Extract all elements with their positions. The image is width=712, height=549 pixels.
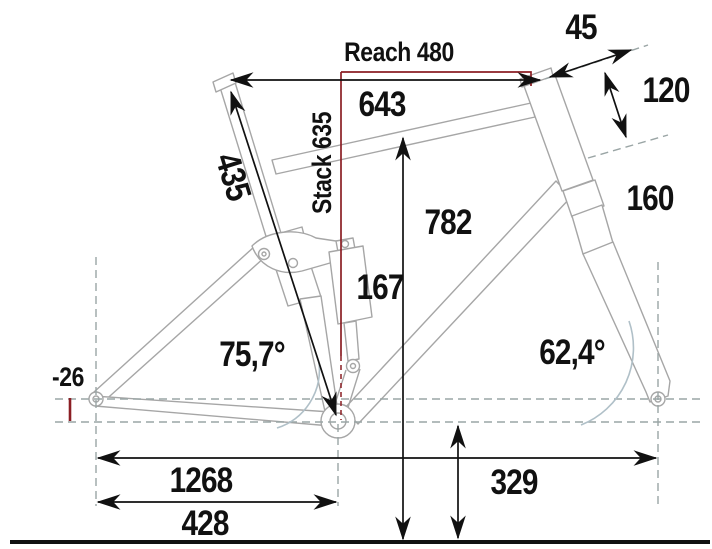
seat-tube-measure [230, 90, 337, 417]
rear-travel-label: 167 [356, 268, 403, 307]
shock-shaft [343, 320, 360, 362]
stem-spacer-label: 45 [565, 8, 597, 47]
fork-lower-leg [582, 241, 671, 403]
fork-label: 160 [626, 179, 673, 218]
shock-bottom-eyelet-hole [349, 362, 357, 370]
stack-label: Stack 635 [307, 111, 337, 214]
top-tube-label: 643 [358, 85, 405, 124]
measurement-lines [96, 49, 658, 541]
chainstay-label: 428 [181, 504, 229, 543]
seat-stays [93, 245, 266, 405]
shock-top-eyelet [340, 239, 350, 249]
wheelbase-label: 1268 [170, 461, 234, 500]
head-tube-label: 120 [642, 71, 689, 110]
labels: Reach 480 Stack 635 -26 643 435 782 167 … [52, 8, 690, 543]
head-tube-bottom-extension [587, 134, 669, 159]
rocker-pivot-2 [287, 257, 299, 269]
head-angle-arc [580, 320, 635, 426]
bb-drop-label: -26 [52, 362, 84, 392]
head-tube-measure [604, 71, 627, 139]
bb-height-label: 329 [490, 463, 537, 502]
head-angle-label: 62,4° [539, 333, 605, 372]
shock-link-line [345, 368, 361, 415]
standover-label: 782 [424, 203, 471, 242]
seat-angle-label: 75,7° [219, 335, 285, 374]
rocker-pivot-hole [261, 251, 267, 257]
stem-spacer-measure [548, 49, 633, 78]
head-tube [523, 74, 594, 192]
seat-tube-lower [299, 295, 339, 417]
reach-label: Reach 480 [344, 37, 454, 67]
